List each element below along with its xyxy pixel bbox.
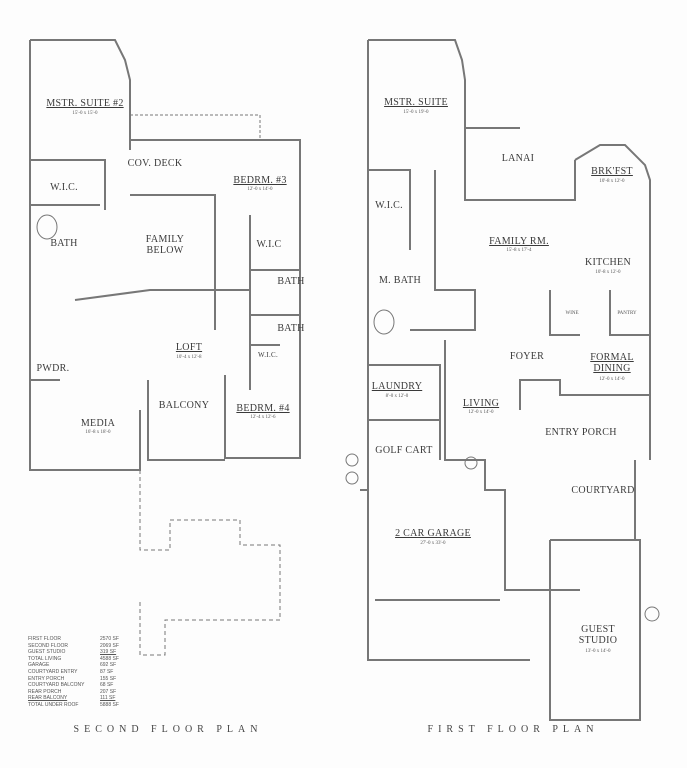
room-dimension: 13'-0 x 14'-0 — [585, 649, 611, 654]
area-row: TOTAL UNDER ROOF 5888 SF — [28, 702, 119, 709]
area-value: 319 SF — [100, 649, 117, 656]
room-dimension: 12'-4 x 12'-6 — [250, 415, 276, 420]
room-dimension: 15'-8 x 17'-4 — [506, 248, 532, 253]
room-dimension: 10'-8 x 12'-0 — [599, 179, 625, 184]
area-label: COURTYARD BALCONY — [28, 682, 85, 689]
room-label: PWDR. — [36, 363, 70, 374]
area-label: FIRST FLOOR — [28, 636, 61, 642]
first-floor-title: FIRST FLOOR PLAN — [427, 724, 599, 735]
room-label: WINE — [565, 311, 579, 316]
room-label: KITCHEN — [585, 257, 631, 268]
room-label: W.I.C — [256, 239, 282, 250]
room-dimension: 15'-0 x 15'-0 — [72, 111, 98, 116]
room-label: W.I.C. — [257, 351, 279, 359]
room-label: BATH — [277, 276, 305, 287]
area-row: COURTYARD BALCONY 68 SF — [28, 682, 119, 689]
room-label: GUEST STUDIO — [578, 624, 618, 646]
area-row: TOTAL LIVING 4588 SF — [28, 656, 119, 663]
room-label: W.I.C. — [50, 182, 78, 193]
area-value: 2570 SF — [100, 636, 119, 642]
area-value: 111 SF — [100, 695, 116, 702]
room-label: M. BATH — [378, 275, 422, 286]
room-label: LIVING — [462, 398, 500, 409]
area-label: GARAGE — [28, 662, 50, 669]
area-label: REAR PORCH — [28, 688, 62, 695]
room-label: LANAI — [501, 153, 535, 164]
area-value: 155 SF — [100, 675, 117, 682]
room-label: MSTR. SUITE #2 — [46, 98, 124, 109]
room-label: BRK'FST — [591, 166, 633, 177]
room-label: LAUNDRY — [371, 381, 423, 392]
second-floor-walls — [29, 39, 301, 656]
room-dimension: 27'-0 x 33'-0 — [420, 541, 446, 546]
room-label: COURTYARD — [571, 485, 635, 496]
area-label: SECOND FLOOR — [28, 642, 69, 649]
area-label: ENTRY PORCH — [28, 675, 65, 682]
room-label: PANTRY — [617, 311, 637, 316]
room-label: BALCONY — [158, 400, 210, 411]
second-floor-title: SECOND FLOOR PLAN — [73, 724, 263, 735]
room-dimension: 12'-0 x 14'-0 — [247, 187, 273, 192]
area-value: 207 SF — [100, 688, 117, 695]
room-dimension: 12'-0 x 14'-0 — [468, 410, 494, 415]
area-row: FIRST FLOOR 2570 SF — [28, 636, 119, 643]
room-dimension: 12'-0 x 14'-0 — [599, 377, 625, 382]
room-dimension: 10'-4 x 12'-8 — [176, 355, 202, 360]
area-value: 692 SF — [100, 662, 117, 669]
area-value: 4588 SF — [100, 655, 119, 662]
area-label: GUEST STUDIO — [28, 649, 66, 656]
area-label: TOTAL UNDER ROOF — [28, 701, 79, 708]
room-label: 2 CAR GARAGE — [395, 528, 471, 539]
room-dimension: 15'-0 x 19'-0 — [403, 110, 429, 115]
area-label: REAR BALCONY — [28, 695, 68, 702]
area-row: REAR PORCH 207 SF — [28, 689, 119, 696]
area-value: 87 SF — [100, 668, 114, 675]
room-label: FAMILY RM. — [489, 236, 549, 247]
area-row: GUEST STUDIO 319 SF — [28, 649, 119, 656]
room-label: COV. DECK — [127, 158, 183, 169]
area-row: ENTRY PORCH 155 SF — [28, 676, 119, 683]
area-value: 2069 SF — [100, 642, 119, 649]
room-label: MEDIA — [80, 418, 116, 429]
area-row: COURTYARD ENTRY 87 SF — [28, 669, 119, 676]
room-label: W.I.C. — [375, 200, 403, 211]
area-row: GARAGE 692 SF — [28, 662, 119, 669]
room-dimension: 10'-8 x 12'-0 — [595, 270, 621, 275]
area-row: REAR BALCONY 111 SF — [28, 695, 119, 702]
room-label: BATH — [277, 323, 305, 334]
first-floor-walls — [36, 39, 660, 721]
room-label: FAMILY BELOW — [145, 234, 185, 256]
area-row: SECOND FLOOR 2069 SF — [28, 643, 119, 650]
area-value: 68 SF — [100, 682, 114, 689]
area-table: FIRST FLOOR 2570 SF SECOND FLOOR 2069 SF G… — [28, 636, 119, 709]
room-label: MSTR. SUITE — [384, 97, 448, 108]
room-label: ENTRY PORCH — [545, 427, 617, 438]
room-dimension: 8'-0 x 12'-0 — [385, 394, 409, 399]
room-label: BEDRM. #3 — [233, 175, 287, 186]
room-label: LOFT — [175, 342, 203, 353]
area-value: 5888 SF — [100, 701, 119, 708]
room-label: BEDRM. #4 — [236, 403, 290, 414]
room-label: GOLF CART — [375, 445, 433, 456]
room-dimension: 16'-8 x 18'-0 — [85, 430, 111, 435]
room-label: FORMAL DINING — [590, 352, 634, 374]
room-label: BATH — [50, 238, 78, 249]
area-label: TOTAL LIVING — [28, 655, 62, 662]
room-label: FOYER — [509, 351, 545, 362]
area-label: COURTYARD ENTRY — [28, 668, 78, 675]
